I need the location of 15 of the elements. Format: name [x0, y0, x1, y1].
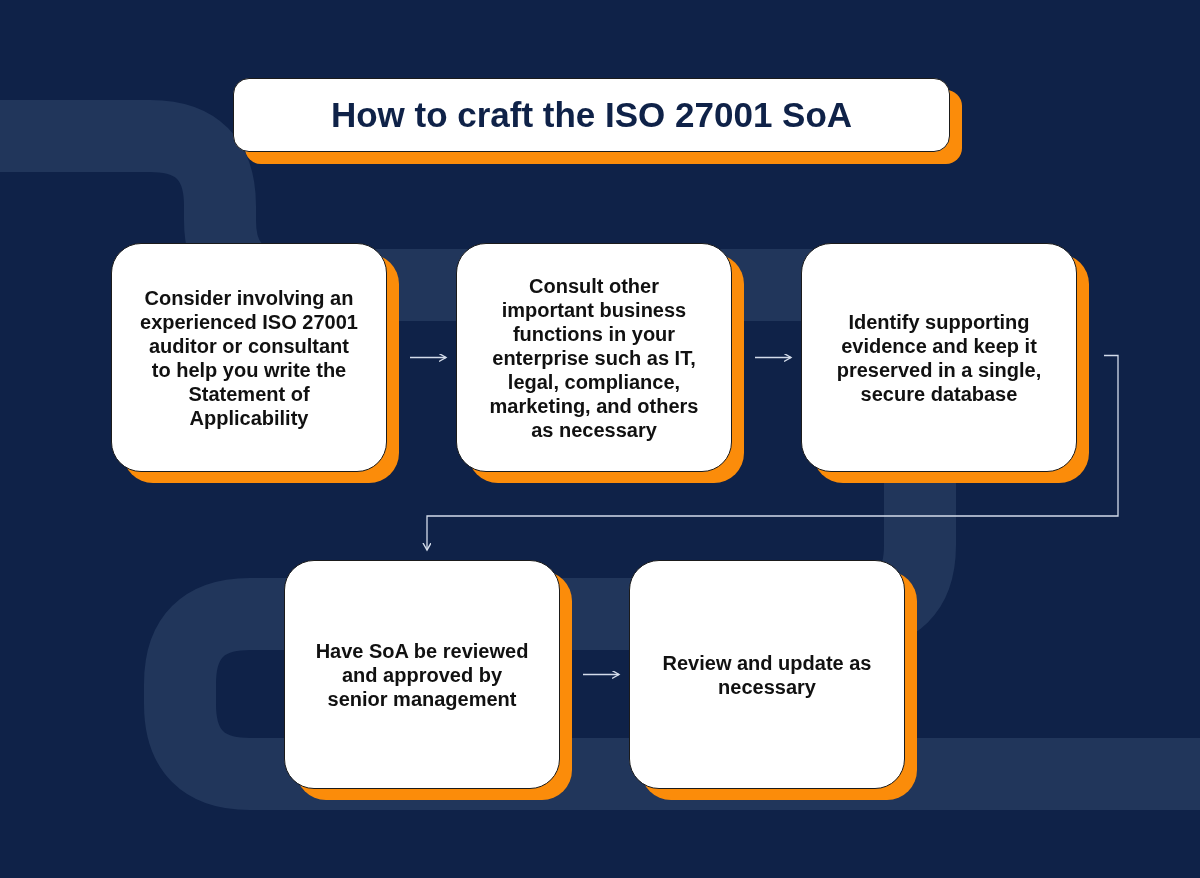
step-text: Consider involving an experienced ISO 27001 auditor or consultant to help you write the Statement of Applicability: [139, 285, 359, 430]
step-card: [111, 243, 399, 483]
step-card: [456, 243, 744, 483]
step-card: [629, 560, 917, 800]
arrow: [754, 352, 792, 363]
arrow: [422, 354, 1119, 551]
step-text: Review and update as necessary: [661, 650, 873, 699]
title-text: How to craft the ISO 27001 SoA: [330, 95, 853, 135]
arrow: [582, 669, 620, 680]
step-card: [284, 560, 572, 800]
step-text: Consult other important business functions in your enterprise such as IT, legal, compliance, marketing, and others as necessary: [488, 273, 700, 442]
arrow: [409, 352, 447, 363]
step-text: Identify supporting evidence and keep it preserved in a single, secure database: [835, 309, 1043, 406]
step-card: [801, 243, 1089, 483]
step-text: Have SoA be reviewed and approved by senior management: [314, 638, 530, 711]
